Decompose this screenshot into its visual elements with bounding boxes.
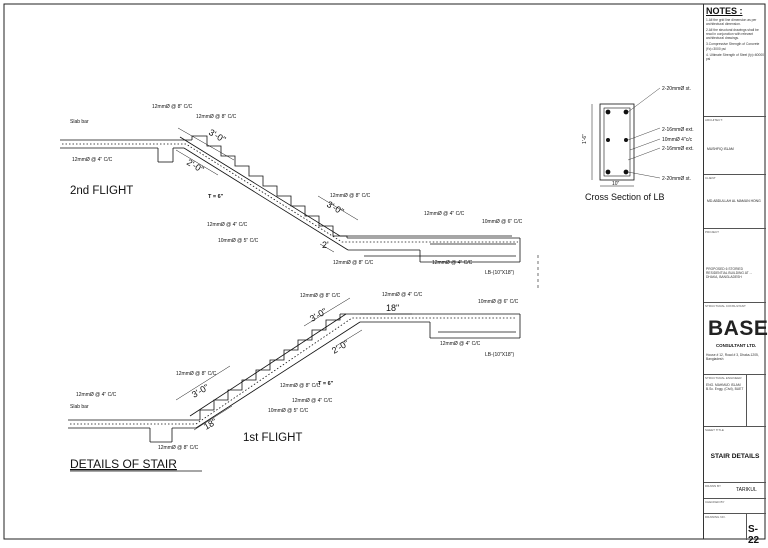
drawn-cell: DRAWN BY TARIKUL — [704, 482, 766, 498]
title-first-flight: 1st FLIGHT — [243, 432, 302, 444]
label-12-4-g: 12mmØ @ 4" C/C — [292, 398, 333, 404]
label-12-4-f: 12mmØ @ 4" C/C — [440, 341, 481, 347]
note-4: 4. Ultimate Strength of Steel (fy)=60000… — [706, 52, 765, 61]
label-12-4-e: 12mmØ @ 4" C/C — [382, 292, 423, 298]
cs-width: 10" — [612, 181, 620, 187]
consultant-cell: STRUCTURAL CONSULTANT BASE CONSULTANT LT… — [704, 302, 768, 374]
checked-cell: CHECKED BY — [704, 498, 766, 513]
drawn-label: DRAWN BY — [705, 484, 722, 488]
label-12-4-c: 12mmØ @ 4" C/C — [424, 211, 465, 217]
label-12-8-c: 12mmØ @ 8" C/C — [330, 193, 371, 199]
sheet-border — [3, 3, 766, 540]
note-2: 2.All the structural drawings shall be r… — [706, 28, 759, 41]
label-12-4-h: 12mmØ @ 4" C/C — [76, 392, 117, 398]
dim-3ft-1st-bot: 3'-0" — [190, 382, 211, 400]
label-12-4-b: 12mmØ @ 4" C/C — [207, 222, 248, 228]
engineer-label: STRUCTURAL ENGINEER — [705, 376, 742, 380]
consultant-logo: BASE — [708, 317, 768, 340]
label-12-8-d: 12mmØ @ 8" C/C — [333, 260, 374, 266]
label-thickness-1st: T = 6" — [318, 381, 334, 387]
sheet-title: STAIR DETAILS — [710, 453, 760, 460]
client-label: CLIENT — [705, 176, 716, 180]
cs-height: 1'-6" — [582, 134, 588, 144]
label-slab-bar-2nd: Slab bar — [70, 119, 89, 125]
sheet-number: S-22 — [748, 524, 760, 546]
architect-cell: ARCHITECT: MUSHFIQ ISLAM — [704, 116, 766, 174]
label-lb-1st: LB-(10"X18") — [485, 352, 514, 358]
dim-18-1st-bot: 18" — [202, 416, 218, 431]
dim-18-1st-top: 18" — [386, 303, 399, 313]
sheet-number-cell: DRAWING NO. S-22 — [704, 513, 766, 546]
cs-label-top: 2-20mmØ st. — [662, 86, 691, 92]
drawing-no-label: DRAWING NO. — [705, 515, 726, 519]
client-name: MD.ABDULLAH AL MAMUN HONG — [707, 199, 761, 203]
label-10-5-a: 10mmØ @ 5" C/C — [218, 238, 259, 244]
note-1: 1.All the grid line dimension as per arc… — [706, 18, 757, 27]
label-10-5-b: 10mmØ @ 5" C/C — [268, 408, 309, 414]
label-12-8-f: 12mmØ @ 8" C/C — [176, 371, 217, 377]
title-block: NOTES : 1.All the grid line dimension as… — [703, 4, 768, 546]
label-12-8-b: 12mmØ @ 8" C/C — [196, 114, 237, 120]
project-cell: PROJECT PROPOSED 6 STORIED RESIDENTIAL B… — [704, 228, 766, 302]
project-label: PROJECT — [705, 230, 720, 234]
second-flight — [60, 127, 521, 263]
cross-section — [591, 87, 661, 187]
label-12-8-g: 12mmØ @ 8" C/C — [280, 383, 321, 389]
architect-name: MUSHFIQ ISLAM — [707, 147, 734, 151]
engineer-divider — [746, 375, 747, 427]
label-12-4-d: 12mmØ @ 4" C/C — [432, 260, 473, 266]
sheet-title-cell: SHEET TITLE STAIR DETAILS — [704, 426, 766, 482]
dim-3ft-2nd-bot: 3'-0" — [325, 199, 346, 217]
checked-label: CHECKED BY — [705, 500, 725, 504]
engineer-text: ENG. MAHMUD ISLAM B.Sc. Engg. (Civil), B… — [706, 383, 744, 392]
notes-panel: NOTES : 1.All the grid line dimension as… — [704, 4, 766, 116]
label-thickness-2nd: T = 6" — [208, 194, 224, 200]
client-cell: CLIENT MD.ABDULLAH AL MAMUN HONG — [704, 174, 766, 228]
label-10-6-a: 10mmØ @ 6" C/C — [482, 219, 523, 225]
sheet-no-divider — [746, 514, 747, 540]
label-10-6-b: 10mmØ @ 6" C/C — [478, 299, 519, 305]
architect-label: ARCHITECT: — [705, 118, 723, 122]
cs-label-ext: 2-16mmØ ext. — [662, 127, 694, 133]
label-12-8-a: 12mmØ @ 8" C/C — [152, 104, 193, 110]
consultant-label: STRUCTURAL CONSULTANT — [705, 304, 746, 308]
label-12-8-h: 12mmØ @ 8" C/C — [158, 445, 199, 451]
title-details-of-stair: DETAILS OF STAIR — [70, 457, 177, 471]
drawn-value: TARIKUL — [736, 487, 757, 493]
cs-label-bot: 2-20mmØ st. — [662, 176, 691, 182]
consultant-address: House # 12, Road # 3, Dhaka-1205, Bangla… — [706, 353, 759, 362]
consultant-subtitle: CONSULTANT LTD. — [716, 343, 757, 348]
project-text: PROPOSED 6 STORIED RESIDENTIAL BUILDING … — [706, 267, 753, 280]
engineer-cell: STRUCTURAL ENGINEER ENG. MAHMUD ISLAM B.… — [704, 374, 766, 427]
note-3: 3.Compressive Strength of Concrete (f'c)… — [706, 42, 760, 51]
cs-label-stirrup: 10mmØ 4"c/c — [662, 137, 693, 143]
label-12-8-e: 12mmØ @ 8" C/C — [300, 293, 341, 299]
notes-title: NOTES : — [706, 6, 743, 16]
dim-3ft-1st-top: 3'-0" — [308, 306, 329, 324]
dim-2-2nd: 2' — [322, 240, 329, 250]
label-lb-2nd: LB-(10"X18") — [485, 270, 514, 276]
sheet-title-label: SHEET TITLE — [705, 428, 724, 432]
label-slab-bar-1st: Slab bar — [70, 404, 89, 410]
first-flight — [68, 297, 521, 443]
dim-2ft-1st-top: 2'-0" — [330, 338, 351, 356]
title-cross-section: Cross Section of LB — [585, 192, 665, 202]
label-12-4-a: 12mmØ @ 4" C/C — [72, 157, 113, 163]
dim-3ft-2nd-top: 3'-0" — [207, 127, 228, 145]
title-second-flight: 2nd FLIGHT — [70, 185, 133, 197]
cs-label-ext2: 2-16mmØ ext. — [662, 146, 694, 152]
